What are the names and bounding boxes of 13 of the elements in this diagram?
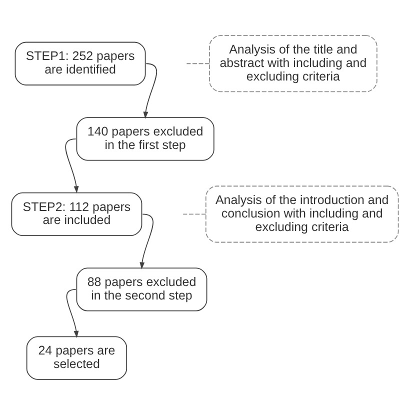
arrow (66, 288, 79, 338)
node-box: 24 papers are selected (26, 336, 128, 380)
connector (186, 62, 210, 64)
node-box: 140 papers excluded in the first step (76, 116, 214, 160)
arrow (143, 62, 158, 118)
node-box: 88 papers excluded in the second step (76, 267, 208, 311)
connector (182, 213, 206, 214)
node-box: STEP1: 252 papers are identified (14, 41, 146, 85)
arrow (65, 138, 79, 193)
node-box: Analysis of the introduction and conclusion with including and excluding criteria (205, 185, 399, 242)
node-box: Analysis of the title and abstract with including and excluding criteria (209, 34, 378, 92)
arrow (140, 213, 154, 269)
node-box: STEP2: 112 papers are included (11, 192, 142, 236)
